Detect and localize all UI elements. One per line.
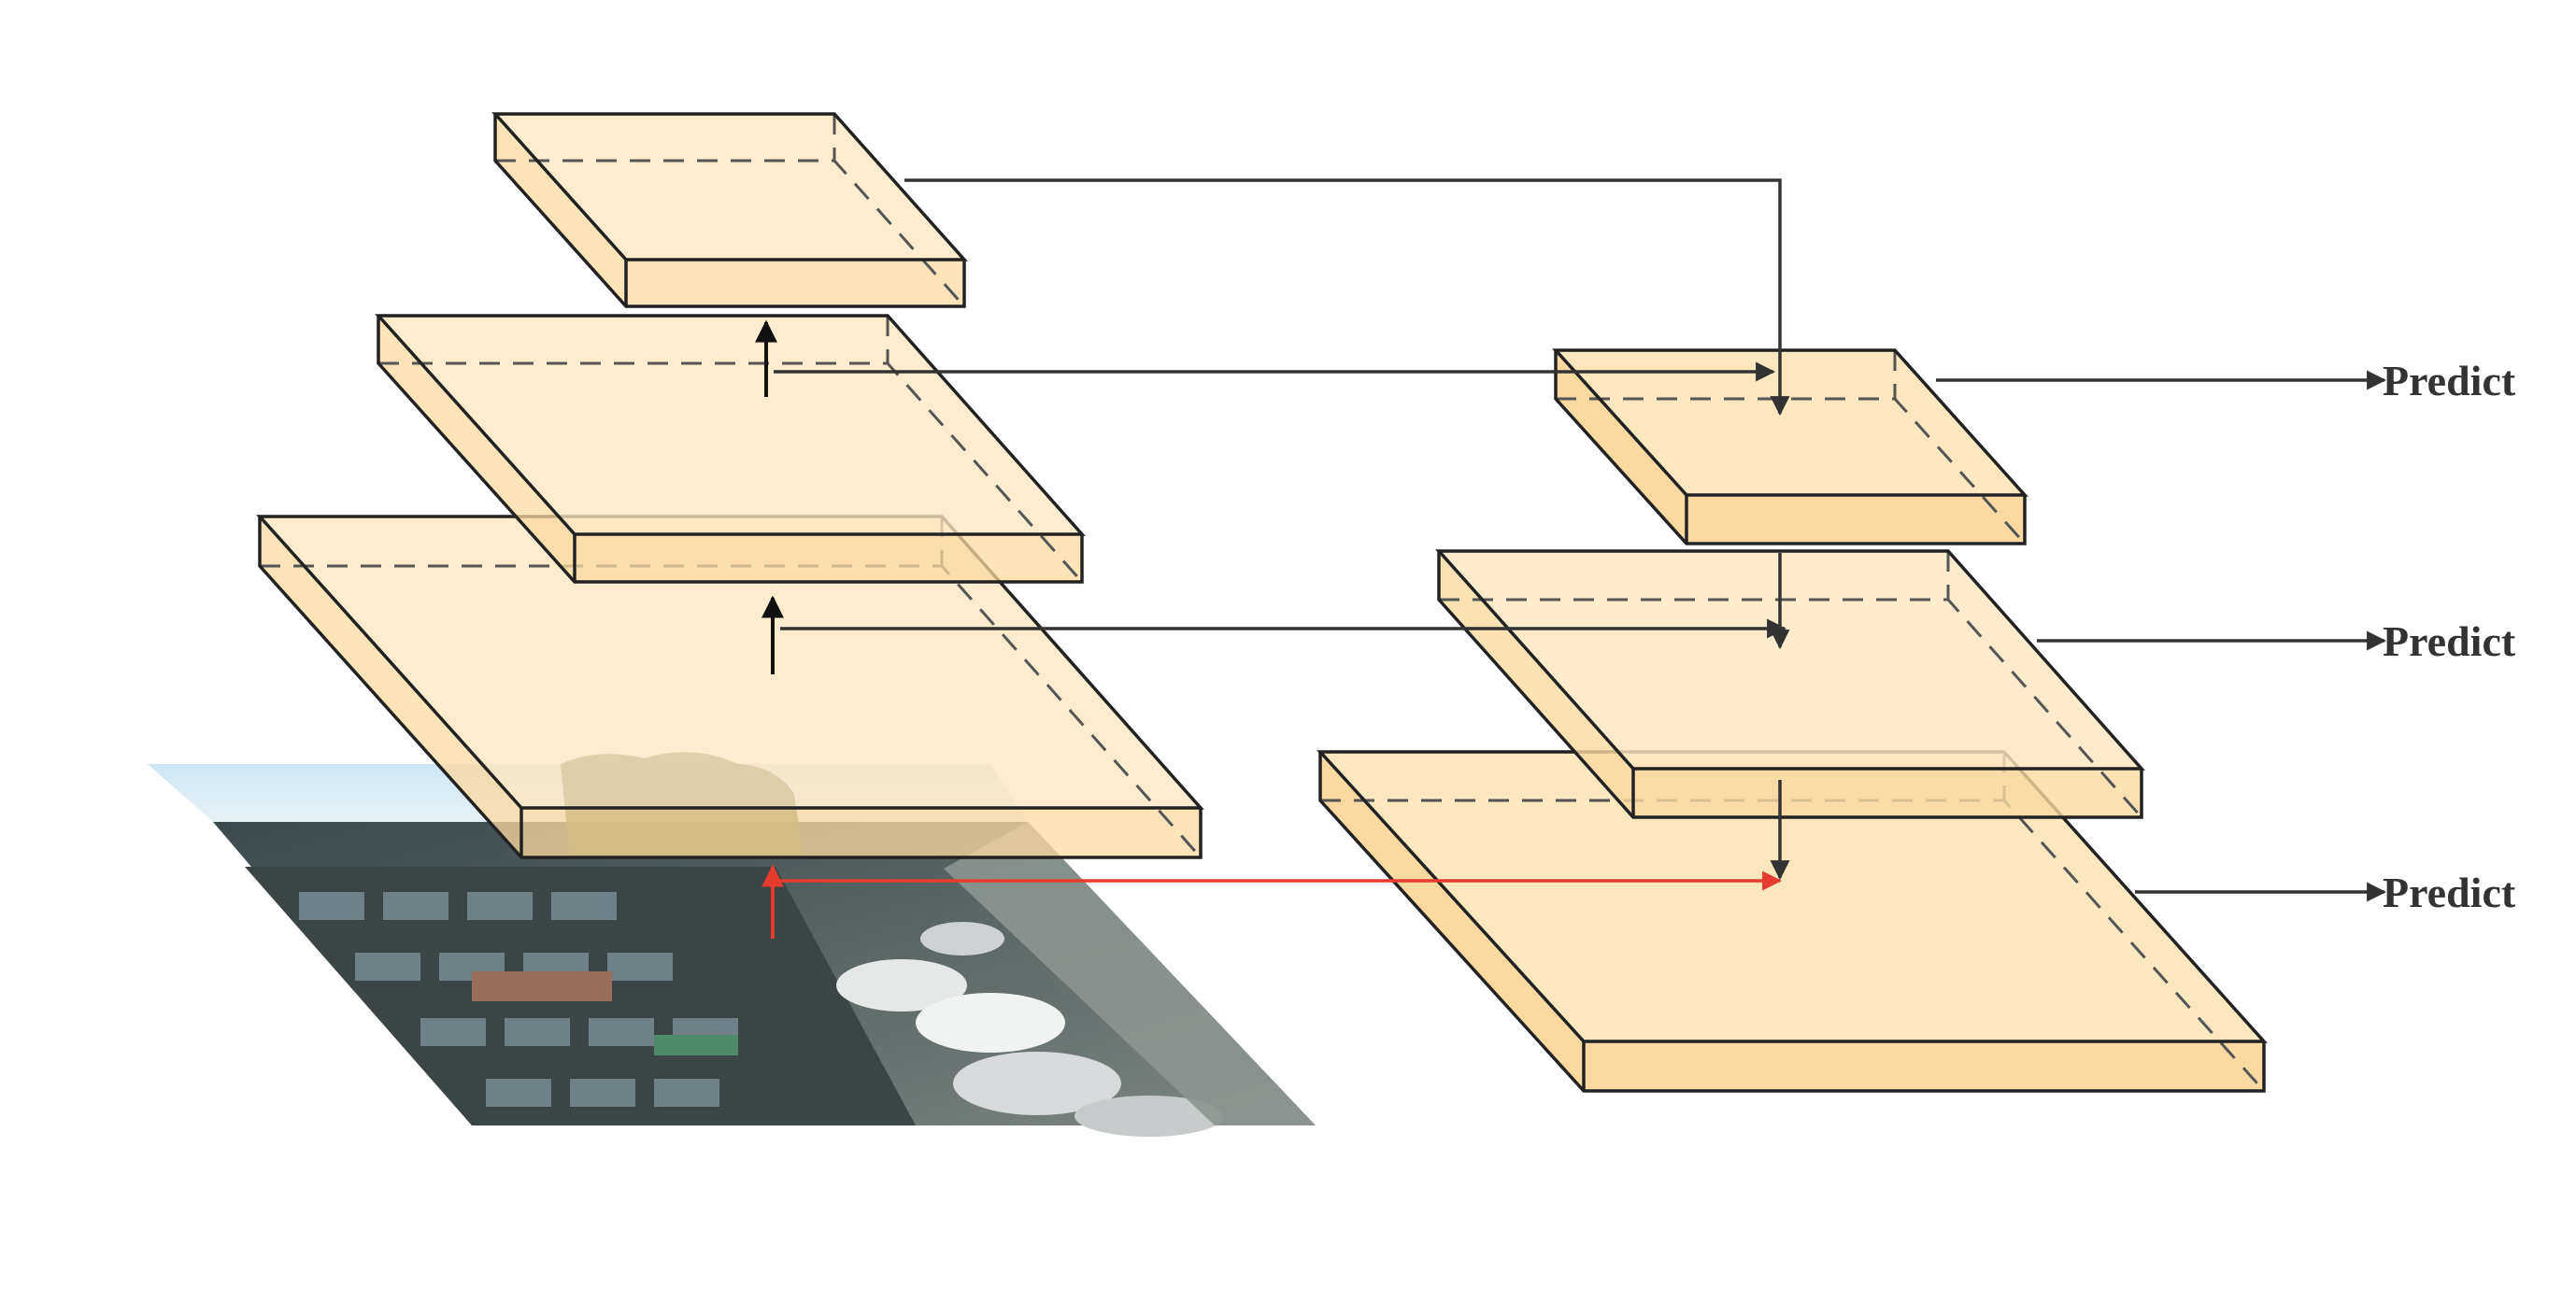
layer-top	[1320, 752, 2264, 1041]
input-image-cars	[836, 922, 1224, 1137]
layer-side-left	[260, 517, 521, 857]
layer-side-front	[1584, 1041, 2264, 1091]
layer-side-left	[378, 316, 575, 582]
input-image-sign	[472, 971, 612, 1001]
input-image-windows	[299, 892, 738, 1107]
predict-label-middle: Predict	[2383, 617, 2516, 665]
layer-side-front	[1633, 769, 2142, 817]
predict-label-bottom: Predict	[2383, 869, 2516, 916]
top-down-layer-3	[1316, 750, 2268, 1093]
layer-side-front	[521, 808, 1201, 857]
predict-label-top: Predict	[2383, 357, 2516, 404]
layer-side-front	[1686, 495, 2025, 544]
layer-top	[495, 114, 964, 260]
layer-top	[378, 316, 1082, 534]
bottom-up-layer-1	[491, 112, 968, 308]
layer-side-left	[495, 114, 626, 306]
top-down-layer-2	[1435, 549, 2145, 819]
lateral-top-to-right-layer1	[904, 178, 1790, 417]
bottom-up-layer-3	[256, 515, 1204, 859]
layer-side-left	[1439, 551, 1633, 817]
layer-side-left	[1320, 752, 1584, 1091]
layer-top	[1556, 350, 2025, 495]
top-down-layer-1	[1552, 348, 2028, 545]
layer-side-left	[1556, 350, 1686, 544]
input-image-green-sign	[654, 1035, 738, 1055]
layer-top	[260, 517, 1201, 808]
input-image-road	[944, 822, 1316, 1125]
layer-side-front	[626, 260, 964, 306]
layer-side-front	[575, 534, 1082, 582]
input-image	[148, 752, 1316, 1137]
layer-top	[1439, 551, 2142, 769]
